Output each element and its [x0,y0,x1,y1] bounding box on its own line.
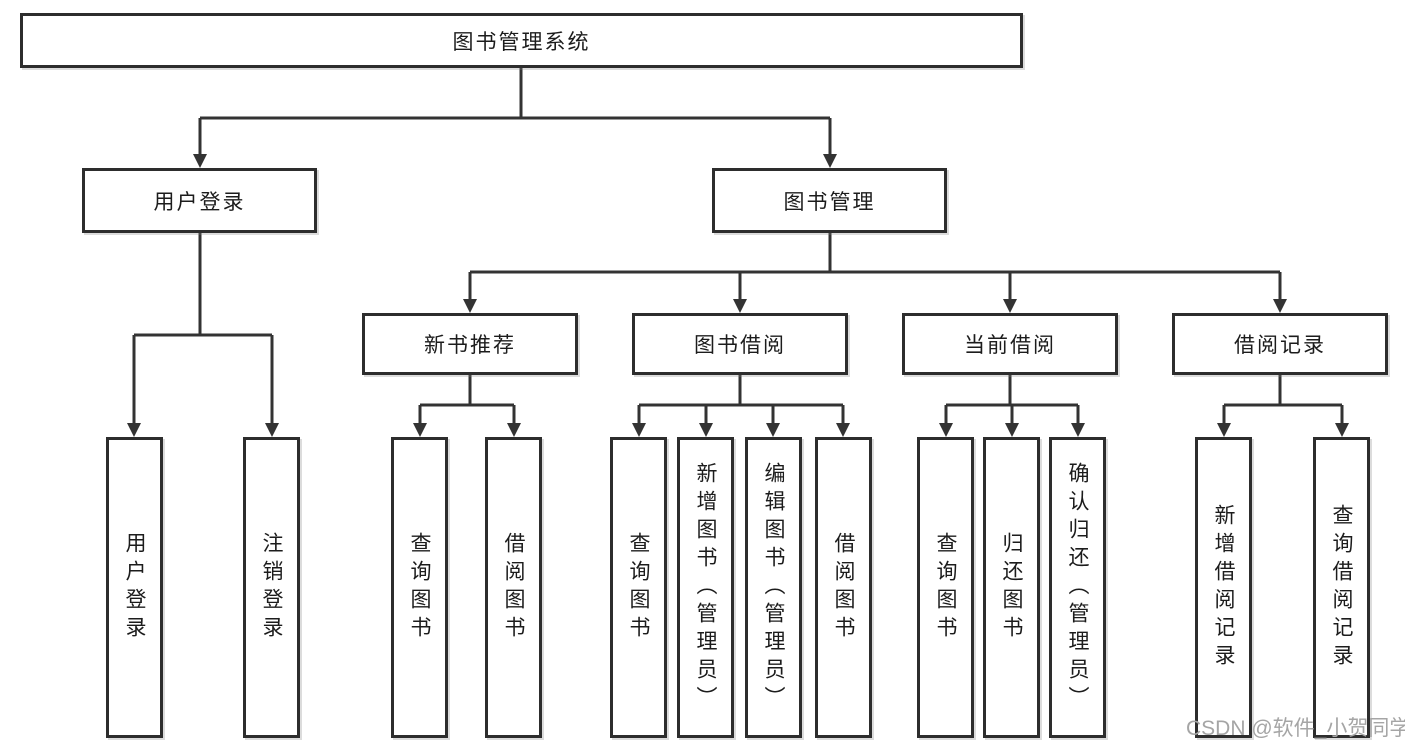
leaf-user-login: 用户登录 [106,437,163,738]
node-new-book-recommend: 新书推荐 [362,313,578,375]
leaf-logout-label: 注销登录 [260,531,283,644]
edge-root-to-level2 [193,68,837,168]
leaf-borrowing-add-books-admin: 新增图书（管理员） [677,437,734,738]
node-book-borrowing: 图书借阅 [632,313,848,375]
leaf-current-confirm-return-admin-label: 确认归还（管理员） [1066,461,1089,714]
edge-book-mgmt-to-level3 [463,233,1287,313]
node-root-label: 图书管理系统 [452,30,591,54]
edge-current-borrow-to-leaves [939,375,1085,437]
leaf-user-login-label: 用户登录 [123,531,146,644]
leaf-borrowing-add-books-admin-label: 新增图书（管理员） [694,461,717,714]
leaf-records-add-record: 新增借阅记录 [1195,437,1252,738]
leaf-records-query-record-label: 查询借阅记录 [1330,503,1353,672]
node-root-system: 图书管理系统 [20,13,1023,68]
node-current-borrowing: 当前借阅 [902,313,1118,375]
edge-new-books-to-leaves [413,375,521,437]
leaf-current-query-books-label: 查询图书 [934,531,957,644]
node-current-borrowing-label: 当前借阅 [964,334,1056,357]
node-book-borrowing-label: 图书借阅 [694,334,786,357]
edge-user-login-to-leaves [127,233,279,437]
node-borrow-records: 借阅记录 [1172,313,1388,375]
node-book-management-label: 图书管理 [783,190,876,214]
csdn-watermark: CSDN @软件_小贺同学 [1186,717,1405,740]
leaf-borrowing-edit-books-admin: 编辑图书（管理员） [745,437,802,738]
leaf-logout: 注销登录 [243,437,300,738]
leaf-current-confirm-return-admin: 确认归还（管理员） [1049,437,1106,738]
leaf-newbooks-borrow-books: 借阅图书 [485,437,542,738]
node-book-management: 图书管理 [712,168,947,233]
node-user-login: 用户登录 [82,168,317,233]
node-new-book-recommend-label: 新书推荐 [424,334,516,357]
leaf-borrowing-borrow-books: 借阅图书 [815,437,872,738]
edge-records-to-leaves [1217,375,1349,437]
leaf-borrowing-query-books-label: 查询图书 [627,531,650,644]
leaf-current-return-books: 归还图书 [983,437,1040,738]
edge-book-borrow-to-leaves [632,375,850,437]
node-user-login-label: 用户登录 [153,190,246,214]
leaf-current-query-books: 查询图书 [917,437,974,738]
leaf-borrowing-edit-books-admin-label: 编辑图书（管理员） [762,461,785,714]
leaf-records-add-record-label: 新增借阅记录 [1212,503,1235,672]
leaf-borrowing-query-books: 查询图书 [610,437,667,738]
leaf-newbooks-borrow-books-label: 借阅图书 [502,531,525,644]
node-borrow-records-label: 借阅记录 [1234,334,1326,357]
leaf-records-query-record: 查询借阅记录 [1313,437,1370,738]
leaf-borrowing-borrow-books-label: 借阅图书 [832,531,855,644]
leaf-newbooks-query-books: 查询图书 [391,437,448,738]
leaf-newbooks-query-books-label: 查询图书 [408,531,431,644]
leaf-current-return-books-label: 归还图书 [1000,531,1023,644]
